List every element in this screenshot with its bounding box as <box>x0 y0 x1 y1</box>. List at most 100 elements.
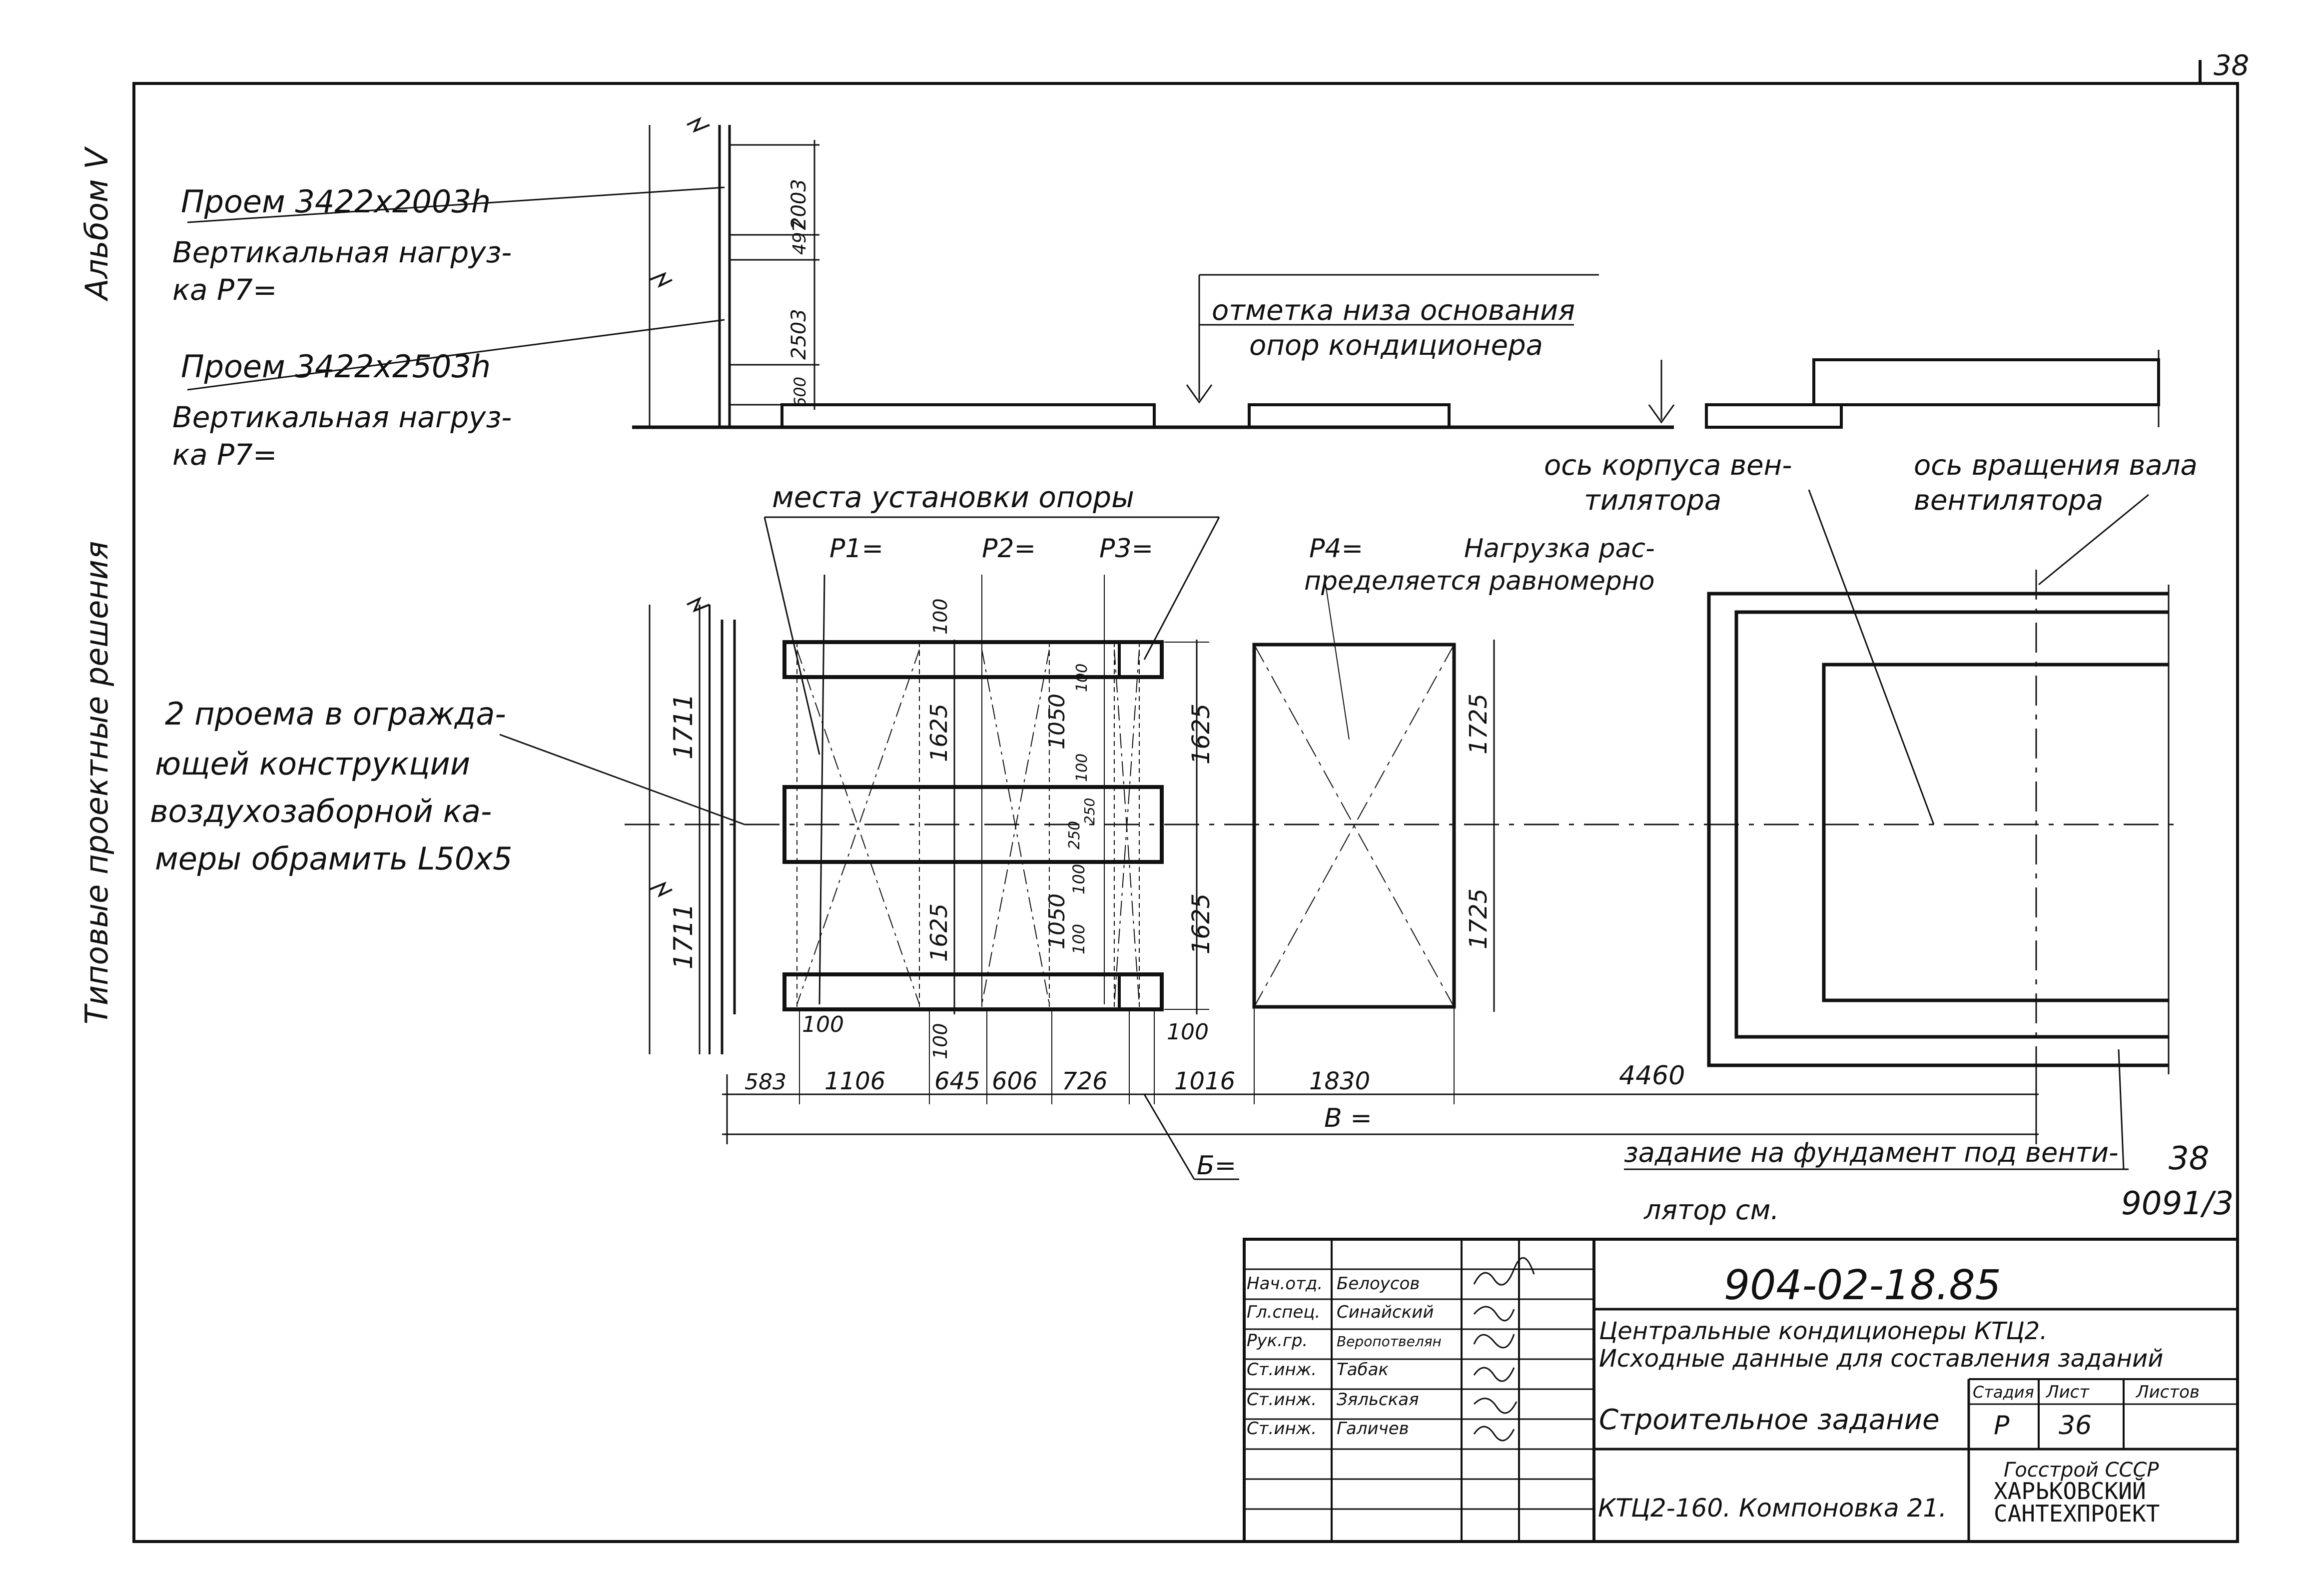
support-places-label: места установки опоры <box>772 480 1134 514</box>
fan-casing-inner <box>1822 663 2169 1002</box>
layout-label: КТЦ2-160. Компоновка 21. <box>1598 1494 1947 1523</box>
sig-name-2: Синайский <box>1337 1302 1434 1322</box>
openings-line3: воздухозаборной ка- <box>150 793 492 829</box>
sig-name-5: Зяльская <box>1337 1390 1419 1410</box>
wall-break-mid <box>649 272 673 288</box>
fan-axis-line2: тилятора <box>1584 484 1721 517</box>
title-line2: Исходные данные для составления заданий <box>1599 1345 2163 1373</box>
p3-label: Р3= <box>1099 534 1153 564</box>
load-2-line2: ка Р7= <box>172 438 277 472</box>
support-frame-mid <box>1248 403 1451 429</box>
load-area-box <box>1252 643 1456 1009</box>
doc-code: 904-02-18.85 <box>1724 1262 2001 1309</box>
fan-casing-mid <box>1734 610 2169 1039</box>
dim-mid-lower-100a: 100 <box>1069 864 1088 894</box>
fan-base-left <box>1705 403 1843 429</box>
sheet-header: Лист <box>2045 1382 2090 1402</box>
dim-right-upper-1625: 1625 <box>1187 704 1215 765</box>
sig-role-6: Ст.инж. <box>1247 1419 1317 1439</box>
dim-mid-upper-1050: 1050 <box>1044 694 1070 750</box>
openings-line2: ющей конструкции <box>155 746 470 782</box>
foundation-line1: задание на фундамент под венти- <box>1624 1137 2119 1168</box>
opening-1-label: Проем 3422х2003h <box>181 183 491 220</box>
openings-line4: меры обрамить L50х5 <box>155 840 512 877</box>
shaft-axis-line1: ось вращения вала <box>1914 449 2198 482</box>
hdim-583: 583 <box>745 1069 786 1095</box>
load-1-line2: ка Р7= <box>172 273 277 307</box>
dim-mid-upper-100b: 100 <box>1073 754 1091 782</box>
p1-label: Р1= <box>829 534 883 564</box>
openings-line1: 2 проема в огражда- <box>165 696 506 732</box>
dim-B-label: В = <box>1324 1103 1372 1133</box>
sig-name-3: Веропотвелян <box>1337 1333 1442 1350</box>
sheet-value: 36 <box>2059 1411 2092 1441</box>
dim-box-upper-1725: 1725 <box>1465 694 1493 755</box>
sig-role-4: Ст.инж. <box>1247 1360 1317 1380</box>
series-label: Типовые проектные решения <box>78 541 115 1024</box>
rail-top <box>782 640 1164 679</box>
dim-frame-top-100: 100 <box>929 598 951 635</box>
signature-scribbles <box>1473 1257 1535 1442</box>
elev-dim-2503: 2503 <box>787 309 810 360</box>
dim-mid-250: 250 <box>1066 821 1083 849</box>
org-line3: САНТЕХПРОЕКТ <box>1994 1500 2160 1527</box>
support-frame-left <box>780 403 1156 429</box>
stage-header: Стадия <box>1973 1383 2034 1402</box>
dim-mid-lower-1050: 1050 <box>1044 893 1070 949</box>
hdim-1016: 1016 <box>1174 1067 1235 1095</box>
leader-opening-2 <box>187 319 725 391</box>
subject-label: Строительное задание <box>1599 1404 1940 1436</box>
shaft-axis-leader <box>2038 494 2149 586</box>
fan-axis-leader <box>1808 489 1935 825</box>
plan-view <box>499 489 2184 1180</box>
dim-mid-upper-100a: 100 <box>1073 664 1091 692</box>
sig-role-5: Ст.инж. <box>1247 1390 1317 1410</box>
org-line1: Госстрой СССР <box>2004 1459 2159 1482</box>
load-1-line1: Вертикальная нагруз- <box>172 235 512 269</box>
dim-right-100: 100 <box>1167 1019 1209 1045</box>
sig-name-6: Галичев <box>1337 1419 1409 1439</box>
fan-base-right <box>1812 358 2160 406</box>
p2-label: Р2= <box>982 534 1036 564</box>
title-line1: Центральные кондиционеры КТЦ2. <box>1599 1317 2047 1345</box>
dim-wall-upper: 1711 <box>669 694 699 760</box>
dim-mid-lower-100b: 100 <box>1069 924 1088 954</box>
elev-dim-2003: 2003 <box>787 179 810 230</box>
elevation-view <box>187 116 2160 429</box>
dim-right-lower-1625: 1625 <box>1187 893 1215 954</box>
base-mark-line1: отметка низа основания <box>1212 294 1575 327</box>
drawing-frame <box>132 82 2239 1543</box>
openings-leader <box>499 734 745 825</box>
dim-left-100: 100 <box>802 1012 844 1037</box>
load-2-line1: Вертикальная нагруз- <box>172 400 512 434</box>
base-mark-line2: опор кондиционера <box>1249 329 1543 362</box>
dim-frame-lower-1625: 1625 <box>925 903 952 962</box>
leader-opening-1 <box>187 186 725 223</box>
fan-casing-outer <box>1707 592 2169 1067</box>
opening-2-label: Проем 3422х2503h <box>181 348 491 385</box>
title-block <box>1243 1238 2239 1543</box>
dim-frame-upper-1625: 1625 <box>925 704 952 762</box>
rail-bottom <box>782 972 1164 1011</box>
sig-role-1: Нач.отд. <box>1247 1274 1323 1294</box>
hdim-726: 726 <box>1062 1067 1108 1095</box>
sig-role-2: Гл.спец. <box>1247 1302 1320 1322</box>
sig-role-3: Рук.гр. <box>1247 1331 1308 1351</box>
p4-label: Р4= <box>1309 534 1363 564</box>
sheet-number: 38 <box>2214 49 2249 82</box>
dim-b-label: Б= <box>1197 1151 1236 1181</box>
stage-value: Р <box>1994 1411 2010 1441</box>
load-note-line2: пределяется равномерно <box>1304 566 1655 596</box>
sig-name-4: Табак <box>1337 1360 1389 1380</box>
org-line2: ХАРЬКОВСКИЙ <box>1994 1478 2146 1505</box>
dim-frame-bottom-100: 100 <box>929 1023 951 1059</box>
dim-box-lower-1725: 1725 <box>1465 888 1493 949</box>
dim-mid-250b: 250 <box>1081 798 1098 824</box>
hdim-645: 645 <box>934 1067 980 1095</box>
fan-axis-line1: ось корпуса вен- <box>1544 449 1792 482</box>
album-label: Альбом V <box>78 146 115 302</box>
hdim-4460: 4460 <box>1619 1061 1685 1091</box>
rail-mid <box>782 785 1164 864</box>
